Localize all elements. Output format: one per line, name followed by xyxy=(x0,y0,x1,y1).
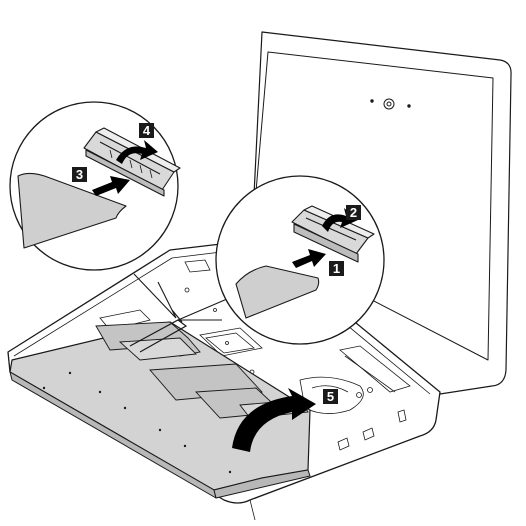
step-badge-1: 1 xyxy=(329,261,344,276)
left-cable xyxy=(17,172,127,249)
step-label-5: 5 xyxy=(327,389,334,404)
left-detail-callout: 4 3 xyxy=(9,101,181,271)
laptop-display-lid xyxy=(251,31,512,395)
keyboard-rear-panels xyxy=(95,321,309,419)
callout-lines xyxy=(133,273,235,321)
step-badge-3: 3 xyxy=(72,167,87,182)
right-detail-callout: 2 1 xyxy=(215,175,385,345)
step-label-3: 3 xyxy=(76,167,83,182)
step-label-2: 2 xyxy=(350,205,357,220)
right-cable xyxy=(235,265,320,319)
keyboard-screws xyxy=(42,371,232,474)
push-arrow-icon xyxy=(92,176,130,196)
chassis-details xyxy=(99,259,411,451)
flip-arrow-icon xyxy=(232,388,316,452)
step-badge-4: 4 xyxy=(139,123,154,138)
step-badge-2: 2 xyxy=(346,205,361,220)
step-badge-5: 5 xyxy=(323,389,338,404)
right-connector xyxy=(291,205,375,263)
step-label-1: 1 xyxy=(333,261,340,276)
camera-icon xyxy=(370,98,411,110)
rotate-arrow-icon xyxy=(116,140,158,164)
step-label-4: 4 xyxy=(143,123,151,138)
push-arrow-icon xyxy=(292,249,326,268)
